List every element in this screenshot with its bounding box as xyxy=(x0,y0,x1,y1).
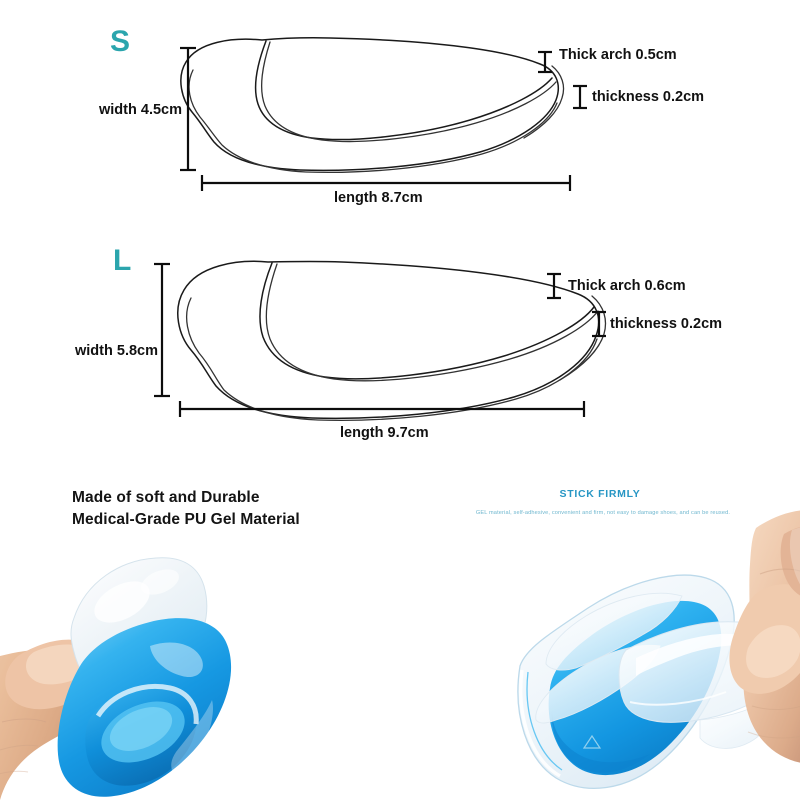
stick-firmly-title: STICK FIRMLY xyxy=(559,488,641,500)
thick-arch-dimension-small xyxy=(538,50,552,74)
width-dimension-small xyxy=(180,46,196,172)
rolled-gel-insole xyxy=(57,557,232,797)
stick-firmly-subtitle: GEL material, self-adhesive, convenient … xyxy=(475,510,731,516)
width-label-large: width 5.8cm xyxy=(75,343,158,359)
length-dimension-small xyxy=(200,175,572,191)
stick-firmly-panel: STICK FIRMLY GEL material, self-adhesive… xyxy=(400,470,800,800)
thickness-dimension-large xyxy=(592,310,606,338)
width-dimension-large xyxy=(154,262,170,398)
hand-peeling-film xyxy=(729,510,800,763)
product-photo-band: Made of soft and Durable Medical-Grade P… xyxy=(0,470,800,800)
dimension-diagrams-section: .ol { fill:none; stroke:#1a1a1a; stroke-… xyxy=(75,25,723,441)
thickness-label-small: thickness 0.2cm xyxy=(592,89,705,105)
length-label-small: length 8.7cm xyxy=(334,190,423,206)
width-label-small: width 4.5cm xyxy=(99,102,182,118)
insole-outline-small xyxy=(180,37,565,174)
thickness-dimension-small xyxy=(573,84,587,110)
thickness-label-large: thickness 0.2cm xyxy=(610,316,723,332)
thick-arch-label-large: Thick arch 0.6cm xyxy=(568,278,686,294)
material-photo-svg xyxy=(0,557,232,800)
thick-arch-dimension-large xyxy=(547,272,561,300)
size-letter-large: L xyxy=(113,244,132,277)
stick-firmly-photo-svg xyxy=(517,510,800,789)
length-label-large: length 9.7cm xyxy=(340,425,429,441)
material-photo-panel: Made of soft and Durable Medical-Grade P… xyxy=(0,470,400,800)
thick-arch-label-small: Thick arch 0.5cm xyxy=(559,47,677,63)
dimension-diagrams-svg: .ol { fill:none; stroke:#1a1a1a; stroke-… xyxy=(154,37,607,421)
material-headline-line1: Made of soft and Durable xyxy=(72,489,260,506)
material-headline-line2: Medical-Grade PU Gel Material xyxy=(72,511,300,528)
material-headline: Made of soft and Durable Medical-Grade P… xyxy=(72,487,300,531)
length-dimension-large xyxy=(178,401,586,417)
size-letter-small: S xyxy=(110,25,131,58)
insole-outline-large xyxy=(177,260,607,421)
